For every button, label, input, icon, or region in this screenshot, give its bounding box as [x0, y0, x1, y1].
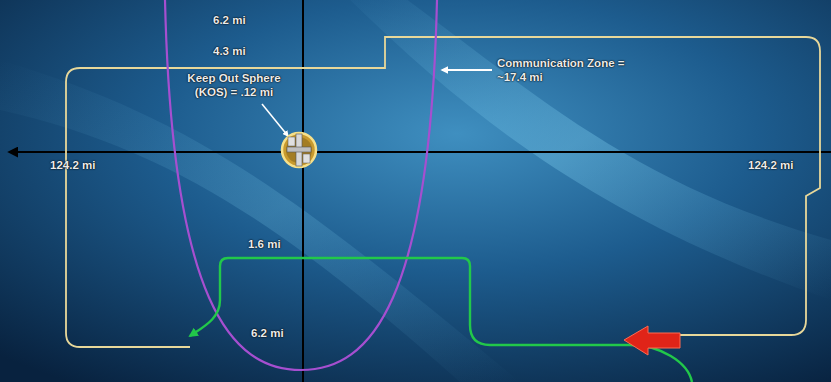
dimension-label: 4.3 mi [213, 45, 263, 59]
dimension-label: 124.2 mi [50, 159, 120, 173]
dimension-label: 1.6 mi [248, 238, 298, 252]
horizontal-axis [16, 151, 831, 153]
pointer-arrow [442, 69, 492, 71]
approach-ellipsoid [66, 37, 820, 347]
leader-line [262, 104, 288, 136]
direction-arrow [624, 326, 680, 355]
dimension-label: 124.2 mi [748, 159, 818, 173]
dimension-label: 6.2 mi [213, 14, 263, 28]
approach-path [190, 258, 692, 382]
dimension-label: 6.2 mi [251, 327, 299, 341]
zone-label: Keep Out Sphere (KOS) = .12 mi [186, 72, 282, 100]
communication-zone [165, 0, 437, 370]
space-station-icon [282, 133, 316, 167]
zone-label: Communication Zone = ~17.4 mi [497, 57, 647, 85]
vertical-axis [302, 0, 304, 382]
light-streak [0, 60, 520, 382]
light-streak [330, 0, 831, 300]
